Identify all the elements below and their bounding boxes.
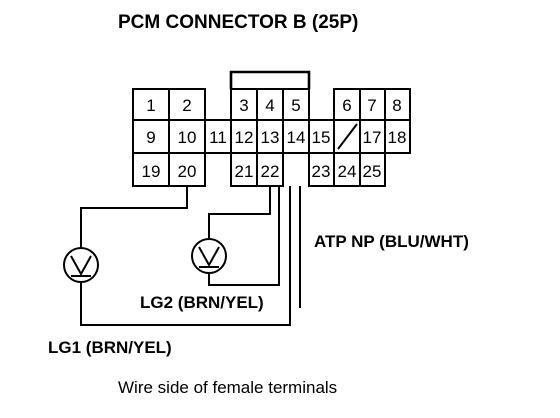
voltmeter-lg2-icon — [191, 238, 227, 274]
pin-1: 1 — [146, 96, 155, 115]
connector-block-bottom-right — [308, 152, 386, 187]
pin-6: 6 — [342, 96, 351, 115]
label-lg2: LG2 (BRN/YEL) — [140, 293, 264, 312]
pin-23: 23 — [312, 162, 331, 181]
pcm-connector-b: 1 2 3 4 5 6 7 8 9 10 11 12 13 14 15 17 1… — [132, 70, 411, 187]
diagram-title: PCM CONNECTOR B (25P) — [118, 12, 358, 33]
pin-9: 9 — [146, 128, 155, 147]
pin-10: 10 — [178, 128, 197, 147]
wire-pin22-lg2 — [208, 186, 271, 239]
label-lg1: LG1 (BRN/YEL) — [48, 338, 172, 357]
voltmeter-lg1-icon — [63, 247, 99, 283]
pin-18: 18 — [388, 128, 407, 147]
label-atp-np: ATP NP (BLU/WHT) — [314, 232, 469, 251]
pin-11: 11 — [209, 128, 227, 147]
pin-3: 3 — [239, 96, 248, 115]
pin-20: 20 — [178, 162, 197, 181]
pin-24: 24 — [338, 162, 357, 181]
wire-lg2-ground — [208, 186, 280, 286]
pin-8: 8 — [392, 96, 401, 115]
wire-pin20-lg1 — [80, 186, 188, 248]
wire-lg1-ground — [80, 186, 291, 326]
pin-2: 2 — [182, 96, 191, 115]
pin-14: 14 — [287, 128, 306, 147]
pin-25: 25 — [363, 162, 382, 181]
pin-19: 19 — [142, 162, 161, 181]
pin-4: 4 — [265, 96, 274, 115]
pin-21: 21 — [235, 162, 254, 181]
pin-17: 17 — [363, 128, 382, 147]
empty-terminal-16-slash — [337, 123, 358, 150]
pin-5: 5 — [291, 96, 300, 115]
pin-15: 15 — [312, 128, 331, 147]
pin-22: 22 — [261, 162, 280, 181]
pin-7: 7 — [367, 96, 376, 115]
pin-13: 13 — [261, 128, 280, 147]
pin-12: 12 — [235, 128, 254, 147]
connector-lock-tab — [229, 70, 311, 89]
caption-wire-side: Wire side of female terminals — [118, 378, 337, 397]
